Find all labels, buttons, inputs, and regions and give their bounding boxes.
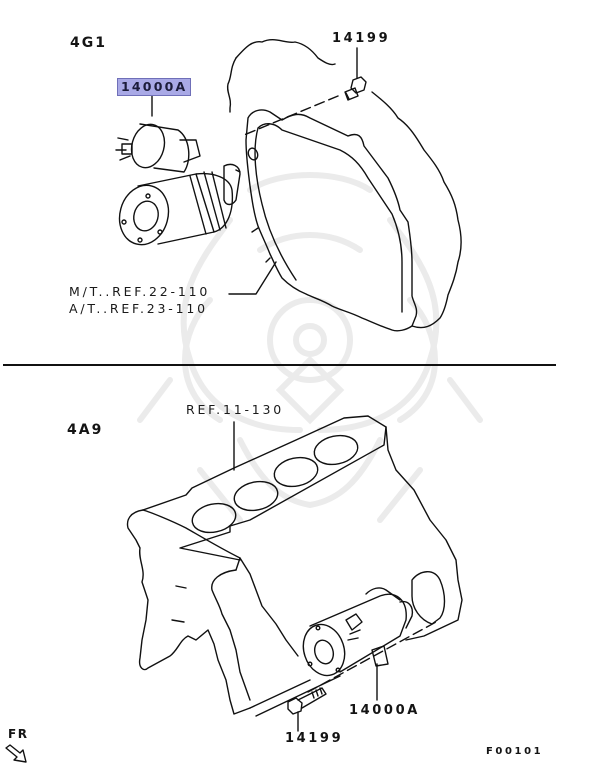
reference-link-engine-block[interactable]: REF.11-130	[186, 402, 285, 417]
starter-motor-bottom	[297, 588, 412, 681]
reference-link-automatic-transmission[interactable]: A/T..REF.23-110	[69, 301, 208, 316]
front-direction-label: FR	[8, 727, 29, 741]
bellhousing-flange	[246, 110, 417, 331]
bolt-icon	[288, 688, 326, 714]
starter-motor-part-number-text: 14000A	[121, 79, 188, 94]
transmission-case-outline	[236, 40, 461, 328]
starter-motor-top	[113, 121, 240, 251]
front-arrow-icon	[4, 743, 32, 765]
starter-motor-part-number-highlighted[interactable]: 14000A	[117, 78, 192, 96]
reference-link-manual-transmission[interactable]: M/T..REF.22-110	[69, 284, 211, 299]
bolt-part-number-top[interactable]: 14199	[332, 31, 391, 46]
engine-label-4g1: 4G1	[70, 35, 107, 51]
figure-id: F00101	[486, 746, 544, 757]
section-divider	[3, 364, 556, 366]
starter-motor-part-number-bottom[interactable]: 14000A	[349, 703, 420, 718]
engine-block-outline	[143, 416, 386, 560]
bolt-icon	[345, 77, 366, 100]
bolt-part-number-bottom[interactable]: 14199	[285, 731, 344, 746]
engine-label-4a9: 4A9	[67, 422, 104, 438]
